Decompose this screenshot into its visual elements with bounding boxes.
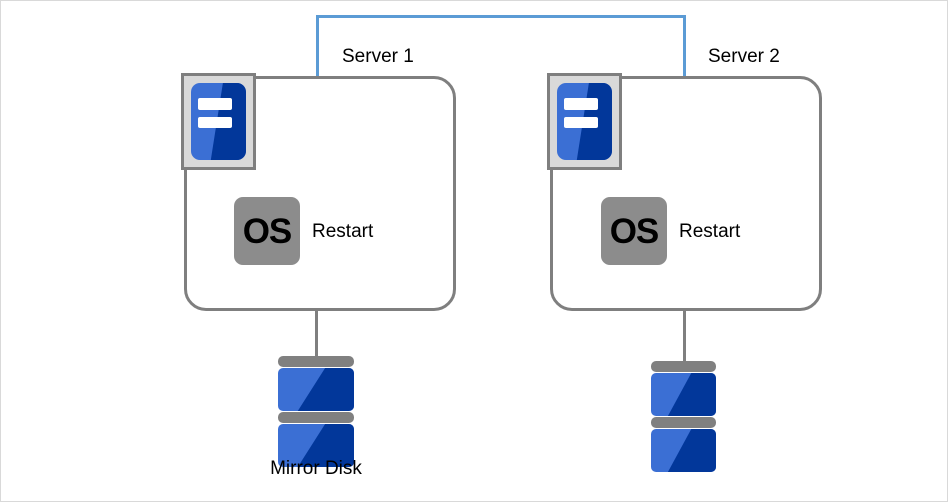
server-unit-icon-bar-top xyxy=(563,98,598,110)
disk-block-shade xyxy=(667,429,716,472)
server-2-disk-connector xyxy=(683,311,686,361)
interconnect-right-drop xyxy=(683,15,686,77)
interconnect-left-drop xyxy=(316,15,319,77)
server-1-restart-label: Restart xyxy=(312,221,374,242)
server-1-disk-connector xyxy=(315,311,318,356)
disk-block-lower xyxy=(651,429,716,472)
disk-plate-top xyxy=(278,356,354,367)
server-unit-icon-body xyxy=(191,83,246,160)
server-2-mirror-disk-icon xyxy=(651,361,716,472)
disk-plate-middle xyxy=(278,412,354,423)
disk-block-shade xyxy=(297,368,354,411)
server-unit-icon-body xyxy=(557,83,612,160)
server-2-os-badge: OS xyxy=(601,197,667,265)
server-1-server-unit-icon xyxy=(181,73,256,170)
disk-block-upper xyxy=(278,368,354,411)
server-unit-icon-bar-bottom xyxy=(197,116,232,129)
server-1-label: Server 1 xyxy=(342,46,414,67)
disk-block-upper xyxy=(651,373,716,416)
server-1-disk-label: Mirror Disk xyxy=(270,458,362,479)
server-unit-icon-bar-top xyxy=(197,98,232,110)
server-1-mirror-disk-icon xyxy=(278,356,354,467)
disk-plate-middle xyxy=(651,417,716,428)
disk-block-shade xyxy=(667,373,716,416)
interconnect-top-segment xyxy=(316,15,686,18)
disk-block-lower xyxy=(278,424,354,467)
server-unit-icon-bar-bottom xyxy=(563,116,598,129)
server-2-restart-label: Restart xyxy=(679,221,741,242)
server-1-os-badge: OS xyxy=(234,197,300,265)
server-2-server-unit-icon xyxy=(547,73,622,170)
disk-plate-top xyxy=(651,361,716,372)
server-2-label: Server 2 xyxy=(708,46,780,67)
